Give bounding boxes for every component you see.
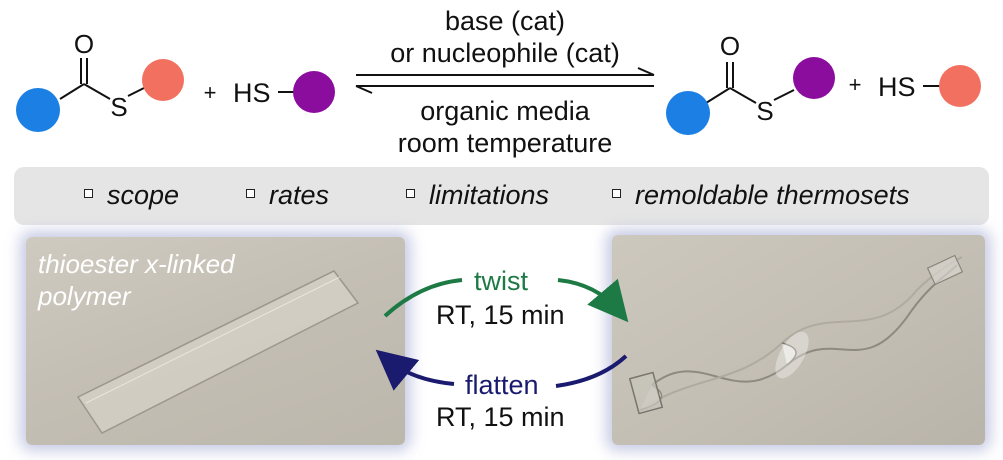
reactant-blue-group [16,88,60,132]
bullet-icon [406,189,415,199]
reactant-salmon-group [142,59,184,101]
plus-sign-1: + [204,80,217,105]
reactant-oxygen-label: O [74,29,94,59]
reactant-thioester: O S [16,29,184,132]
product-salmon-group [939,65,981,107]
reactant-purple-group [293,71,335,113]
scope-item-rates: rates [246,182,329,209]
twisted-polymer-photo [612,235,985,445]
product-blue-group [666,91,710,135]
reactant-thiol: HS [233,71,335,113]
twisted-strip-image [628,254,964,415]
reaction-scheme: O S + HS O S + [16,29,981,135]
bullet-icon [84,189,93,199]
condition-nucleophile: or nucleophile (cat) [390,38,620,68]
twist-arrow [383,278,463,318]
scope-item-scope: scope [84,182,179,209]
flatten-label: flatten [465,370,539,400]
flat-polymer-photo: thioester x-linked polymer [26,237,405,445]
flatten-arrow [375,349,455,391]
product-sulfur-label: S [756,96,773,126]
condition-base: base (cat) [444,6,566,36]
flat-strip-image [76,270,360,434]
twist-condition: RT, 15 min [436,300,565,330]
product-oxygen-label: O [720,31,740,61]
twist-arrow-tail [557,278,629,323]
flatten-arrow-tail [555,354,628,388]
scope-bar: scope rates limitations remoldable therm… [14,167,989,225]
bullet-icon [612,189,621,199]
equilibrium-arrows [355,67,655,94]
plus-sign-2: + [849,72,862,97]
product-hs-label: HS [878,72,916,102]
polymer-caption: thioester x-linked polymer [38,249,235,311]
flatten-condition: RT, 15 min [436,402,565,432]
product-thioester: O S [666,31,835,135]
condition-media: organic media [420,96,590,126]
bullet-icon [246,189,255,199]
scope-item-limitations: limitations [406,182,549,209]
reactant-hs-label: HS [233,78,271,108]
reactant-sulfur-label: S [110,92,127,122]
scope-item-thermosets: remoldable thermosets [612,182,910,209]
product-thiol: HS [878,65,981,107]
product-purple-group [793,57,835,99]
condition-temperature: room temperature [397,128,613,158]
twist-label: twist [474,266,528,296]
